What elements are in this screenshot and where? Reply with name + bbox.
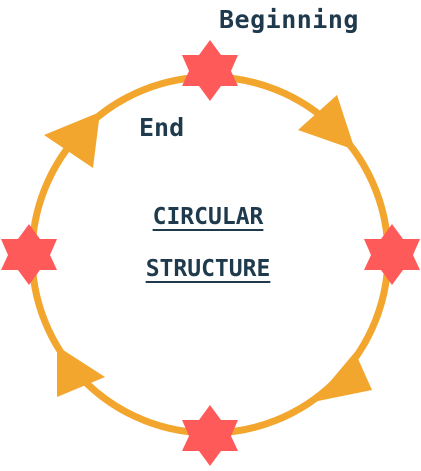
star-node-left-icon [1, 224, 57, 285]
diagram-title-line-2: STRUCTURE [145, 256, 271, 282]
arrow-bottom-right-icon [313, 352, 372, 402]
star-node-bottom-icon [182, 405, 238, 466]
arrow-bottom-left-icon [57, 346, 105, 397]
star-node-top-icon [182, 40, 238, 101]
arrow-top-right-icon [298, 95, 355, 150]
diagram-title-line-1: CIRCULAR [152, 204, 264, 230]
star-node-right-icon [364, 224, 420, 285]
end-label: End [139, 113, 185, 142]
arrow-top-left-icon [44, 112, 100, 168]
star-nodes [1, 40, 420, 466]
direction-arrows [44, 95, 372, 402]
beginning-label: Beginning [219, 5, 359, 34]
